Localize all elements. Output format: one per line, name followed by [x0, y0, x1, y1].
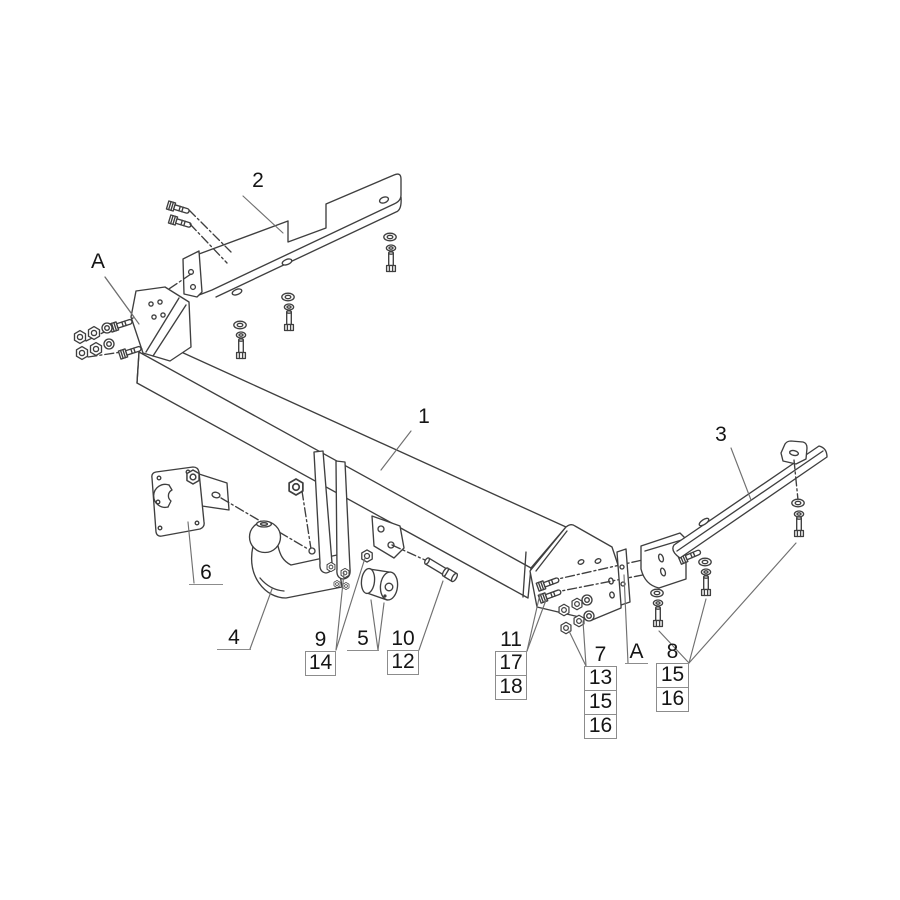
callout-label: 5 — [347, 627, 379, 651]
callout-label: 9 — [305, 628, 336, 652]
left-a-fasteners — [73, 316, 143, 361]
callout-ref-a-right: A — [625, 640, 648, 664]
callout-part-2: 2 — [246, 169, 270, 192]
callout-label: 2 — [252, 169, 264, 192]
callout-sub-label: 14 — [305, 652, 336, 676]
part-5-spacer-bushing — [360, 549, 399, 601]
part-2-left-side-member — [182, 173, 402, 298]
callout-group-10-12: 10 12 — [387, 627, 419, 675]
callout-label: A — [90, 250, 105, 273]
callout-label: 8 — [656, 640, 689, 664]
ball-pin-bolt — [391, 544, 459, 583]
callout-sub-label: 16 — [656, 688, 689, 712]
callout-label: 10 — [387, 627, 419, 651]
callout-label: 11 — [495, 628, 527, 652]
callout-label: 3 — [715, 423, 727, 446]
callout-part-4: 4 — [217, 626, 251, 650]
callout-sub-label: 13 — [584, 667, 617, 691]
callout-label: 6 — [189, 561, 223, 585]
callout-part-6: 6 — [189, 561, 223, 585]
right-spacer-strip — [616, 548, 631, 606]
callout-part-5: 5 — [347, 627, 379, 651]
callout-part-3: 3 — [709, 423, 733, 446]
callout-sub-label: 15 — [656, 664, 689, 688]
part-1-crossbar-beam — [136, 335, 567, 599]
callout-part-1: 1 — [412, 405, 436, 428]
part-2-mounting-bolts — [165, 200, 232, 292]
callout-sub-label: 12 — [387, 651, 419, 675]
leader-lines — [104, 195, 797, 667]
callout-label: 1 — [418, 405, 430, 428]
callout-sub-label: 16 — [584, 715, 617, 739]
callout-group-11-17-18: 11 17 18 — [495, 628, 527, 700]
part-3-right-side-member — [672, 440, 828, 559]
callout-group-8-15-16: 8 15 16 — [656, 640, 689, 712]
ball-pin-nut — [288, 478, 316, 555]
left-end-plate — [130, 286, 192, 362]
ball-mount-straps — [313, 450, 351, 590]
callout-label: 7 — [584, 643, 617, 667]
callout-sub-label: 18 — [495, 676, 527, 700]
callout-sub-label: 15 — [584, 691, 617, 715]
part-6-socket-plate — [151, 466, 309, 550]
callout-sub-label: 17 — [495, 652, 527, 676]
callout-group-7-13-15-16: 7 13 15 16 — [584, 643, 617, 739]
callout-group-9-14: 9 14 — [305, 628, 336, 676]
callout-ref-a-left: A — [86, 250, 110, 273]
callout-label: 4 — [217, 626, 251, 650]
callout-label: A — [625, 640, 648, 664]
